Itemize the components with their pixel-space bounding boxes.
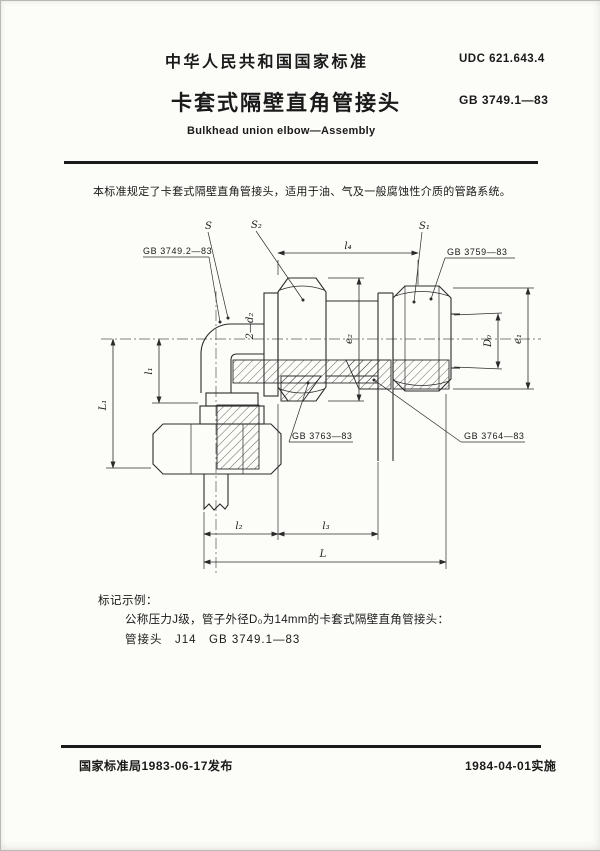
dim-s2: S₂ <box>251 220 262 231</box>
page-title-english: Bulkhead union elbow—Assembly <box>187 125 376 137</box>
dim-L: L <box>319 549 327 560</box>
scope-paragraph: 本标准规定了卡套式隔壁直角管接头，适用于油、气及一般腐蚀性介质的管路系统。 <box>93 186 512 198</box>
page-title: 卡套式隔壁直角管接头 <box>171 92 401 115</box>
bottom-port-nut <box>152 392 282 511</box>
footer-issued-date: 国家标准局1983-06-17发布 <box>79 759 233 773</box>
marking-example-line1: 公称压力J级，管子外径D₀为14mm的卡套式隔壁直角管接头： <box>125 614 450 626</box>
dim-l4: l₄ <box>344 241 351 252</box>
dim-e2: e₂ <box>344 334 355 344</box>
marking-example-heading: 标记示例： <box>98 595 158 607</box>
label-locknut: GB 3764—83 <box>464 431 525 441</box>
udc-number: UDC 621.643.4 <box>459 53 545 65</box>
dim-l2: l₂ <box>235 521 242 532</box>
dim-e1: e₁ <box>513 334 524 344</box>
label-ferrule: GB 3763—83 <box>292 431 353 441</box>
dim-l1: l₁ <box>144 367 155 374</box>
national-standard-label: 中华人民共和国国家标准 <box>165 54 369 71</box>
dim-s: S <box>205 221 212 232</box>
standard-number: GB 3749.1—83 <box>459 93 549 107</box>
body-pipe <box>326 300 460 377</box>
footer-divider <box>61 745 541 748</box>
centerlines <box>101 291 541 574</box>
marking-example-line2: 管接头 J14 GB 3749.1—83 <box>125 634 301 646</box>
hex-nut-s1 <box>392 285 452 392</box>
dim-l3: l₃ <box>322 521 329 532</box>
hex-nut-s2 <box>277 277 327 402</box>
part-leaders <box>143 230 525 443</box>
dimension-lines <box>106 250 534 569</box>
drawing-labels: l₄ S S₂ S₁ GB 3749.2—83 GB 3759—83 GB 37… <box>98 220 525 560</box>
dim-s1: S₁ <box>419 221 430 232</box>
dim-L1: L₁ <box>98 400 109 412</box>
footer-effective-date: 1984-04-01实施 <box>465 759 557 773</box>
label-nut-right: GB 3759—83 <box>447 247 508 257</box>
header-divider <box>64 161 538 164</box>
label-elbow-body: GB 3749.2—83 <box>143 246 212 256</box>
dim-d0: D₀ <box>483 335 494 348</box>
dim-2-d2: 2—d₂ <box>245 313 256 341</box>
assembly-drawing: l₄ S S₂ S₁ GB 3749.2—83 GB 3759—83 GB 37… <box>98 220 541 574</box>
